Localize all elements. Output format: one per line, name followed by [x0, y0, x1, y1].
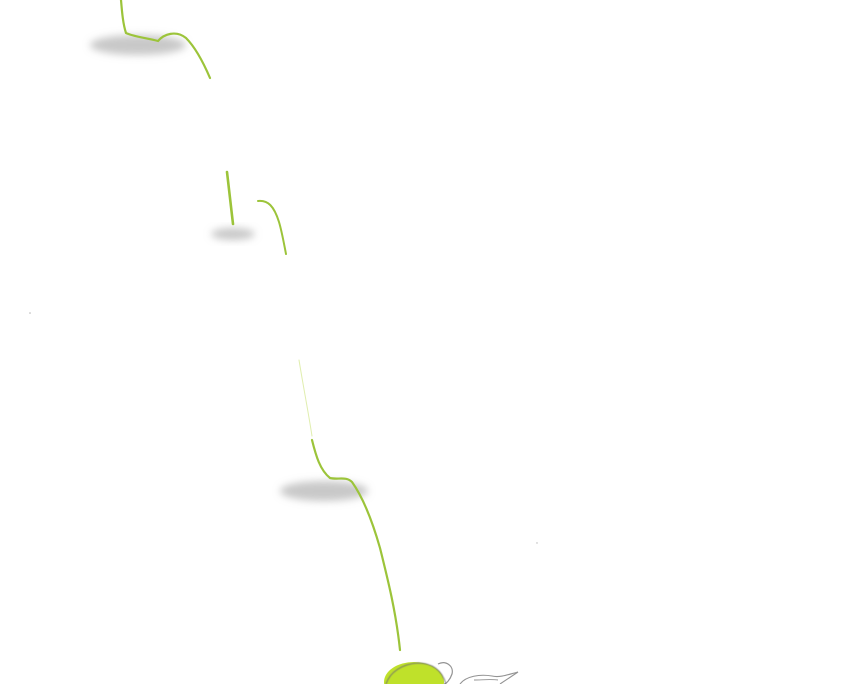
trajectory-segment-1 — [119, 0, 212, 80]
ground-shadow-3 — [280, 481, 368, 501]
ground-shadow-2 — [211, 228, 255, 240]
ground-shadow-1 — [90, 35, 186, 55]
paper-speck-1 — [29, 312, 31, 314]
trajectory-segment-4 — [298, 359, 313, 437]
trajectory-segment-3 — [257, 199, 287, 255]
trajectory-segment-2 — [225, 170, 235, 226]
trajectory-segment-5 — [310, 438, 402, 652]
paper-speck-2 — [536, 542, 538, 544]
ball — [384, 662, 447, 684]
pencil-figure-sketch — [437, 662, 519, 684]
